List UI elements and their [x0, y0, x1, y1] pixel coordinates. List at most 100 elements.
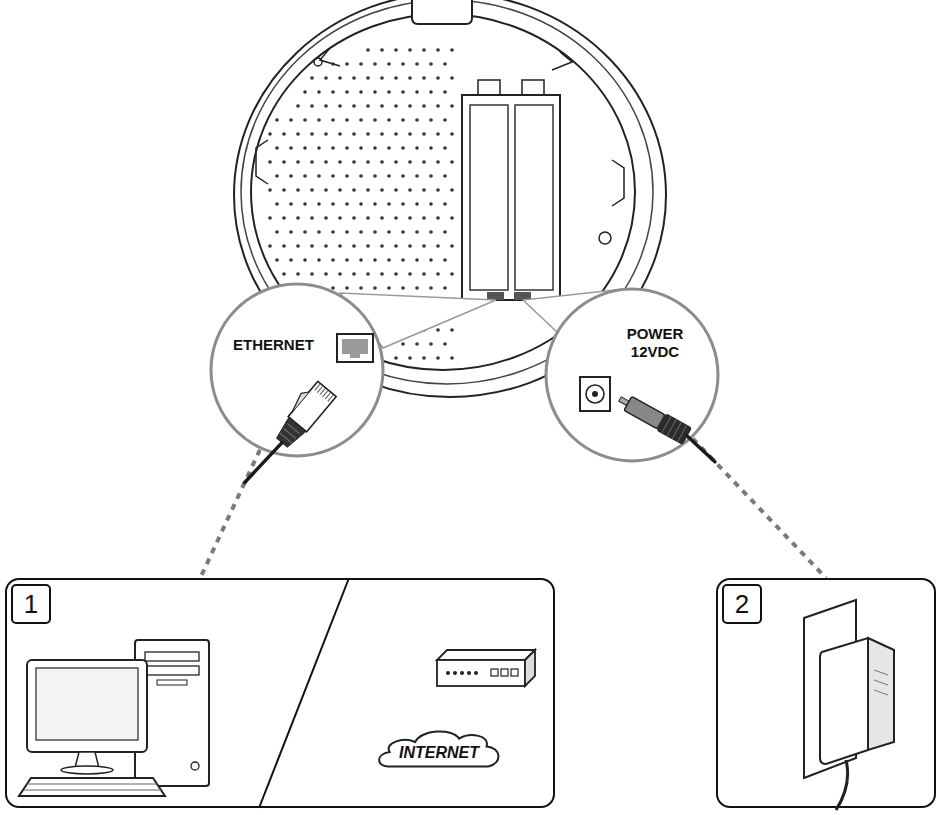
callout-number: 2 — [722, 584, 762, 624]
speaker-hole — [282, 132, 286, 136]
speaker-hole — [359, 90, 363, 94]
speaker-hole — [422, 160, 426, 164]
speaker-hole — [338, 216, 342, 220]
speaker-hole — [387, 258, 391, 262]
ethernet-zoom-circle-drawing — [209, 282, 385, 458]
speaker-hole — [352, 328, 356, 332]
router-port — [491, 669, 498, 676]
speaker-hole — [303, 202, 307, 206]
speaker-hole — [450, 104, 454, 108]
speaker-hole — [289, 174, 293, 178]
speaker-hole — [443, 174, 447, 178]
zoom-funnel — [523, 289, 624, 332]
boot-ridge — [280, 433, 292, 443]
adapter-side — [868, 638, 894, 750]
speaker-hole — [450, 188, 454, 192]
speaker-hole — [345, 174, 349, 178]
router-side — [525, 650, 535, 686]
speaker-hole — [436, 76, 440, 80]
speaker-hole — [345, 202, 349, 206]
plug-latch — [288, 389, 309, 412]
speaker-hole — [429, 62, 433, 66]
speaker-hole — [352, 244, 356, 248]
speaker-hole — [345, 258, 349, 262]
speaker-hole — [366, 132, 370, 136]
boot-ridge — [287, 424, 299, 434]
speaker-hole — [275, 174, 279, 178]
speaker-hole — [359, 62, 363, 66]
speaker-hole — [401, 230, 405, 234]
speaker-hole — [317, 286, 321, 290]
speaker-hole — [366, 160, 370, 164]
speaker-hole — [338, 104, 342, 108]
connector-bay — [462, 95, 560, 300]
zoom-circle — [211, 284, 383, 456]
adapter-ridge — [874, 690, 888, 695]
speaker-hole — [268, 244, 272, 248]
router-top — [437, 650, 535, 660]
speaker-hole — [394, 244, 398, 248]
port-label: POWER 12VDC — [620, 325, 690, 361]
speaker-hole — [338, 272, 342, 276]
speaker-hole — [373, 286, 377, 290]
speaker-hole — [387, 174, 391, 178]
speaker-hole — [415, 146, 419, 150]
speaker-hole — [380, 160, 384, 164]
speaker-hole — [331, 174, 335, 178]
bay-slot — [470, 105, 508, 290]
speaker-hole — [373, 174, 377, 178]
dc-jack-ring — [586, 385, 604, 403]
speaker-hole — [373, 230, 377, 234]
speaker-hole — [282, 272, 286, 276]
power-button — [191, 762, 199, 770]
keyboard — [19, 778, 165, 796]
speaker-hole — [415, 202, 419, 206]
speaker-hole — [450, 160, 454, 164]
speaker-hole — [268, 132, 272, 136]
speaker-hole — [373, 90, 377, 94]
router-led — [446, 671, 450, 675]
speaker-hole — [282, 244, 286, 248]
speaker-hole — [359, 286, 363, 290]
speaker-hole — [345, 286, 349, 290]
speaker-hole — [275, 202, 279, 206]
speaker-hole — [443, 118, 447, 122]
grip-ridge — [667, 419, 677, 436]
speaker-hole — [387, 118, 391, 122]
router-led — [460, 671, 464, 675]
speaker-hole — [310, 76, 314, 80]
speaker-hole — [296, 188, 300, 192]
speaker-hole — [345, 118, 349, 122]
speaker-hole — [408, 160, 412, 164]
rj45-port — [337, 334, 373, 362]
speaker-hole — [331, 314, 335, 318]
speaker-hole — [380, 216, 384, 220]
speaker-hole — [436, 48, 440, 52]
power-zoom-circle-drawing — [544, 287, 720, 463]
speaker-hole — [310, 300, 314, 304]
speaker-hole — [436, 216, 440, 220]
speaker-hole — [443, 146, 447, 150]
speaker-hole — [422, 244, 426, 248]
speaker-hole — [331, 90, 335, 94]
speaker-hole — [352, 216, 356, 220]
speaker-hole — [415, 342, 419, 346]
speaker-hole — [408, 76, 412, 80]
plug-contact — [325, 393, 330, 399]
speaker-hole — [380, 244, 384, 248]
wall-plate — [804, 600, 856, 778]
speaker-hole — [324, 188, 328, 192]
speaker-hole — [401, 342, 405, 346]
speaker-hole — [436, 244, 440, 248]
plug-contact — [328, 395, 333, 401]
speaker-hole — [429, 146, 433, 150]
speaker-hole — [436, 104, 440, 108]
speaker-hole — [296, 160, 300, 164]
speaker-hole — [394, 132, 398, 136]
speaker-hole — [408, 48, 412, 52]
speaker-hole — [450, 216, 454, 220]
plug-cable — [687, 436, 715, 461]
speaker-hole — [387, 202, 391, 206]
speaker-hole — [387, 90, 391, 94]
device-tab — [412, 0, 472, 24]
